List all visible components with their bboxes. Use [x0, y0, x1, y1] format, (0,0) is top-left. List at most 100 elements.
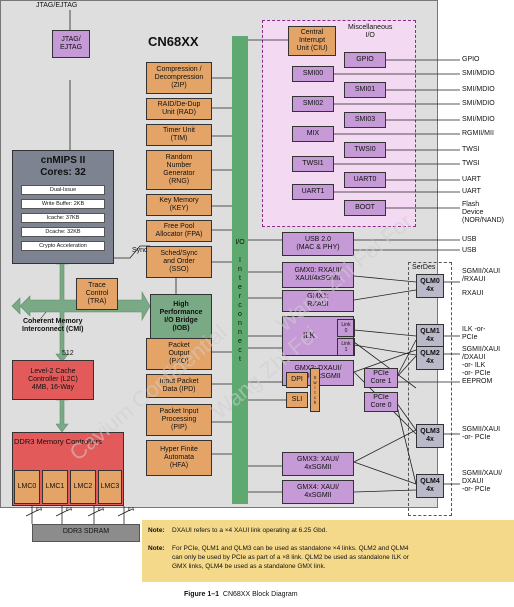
note-label: Note:: [148, 527, 165, 534]
usb-block: USB 2.0 (MAC & PHY): [282, 232, 354, 256]
smi01-block: SMI01: [344, 82, 386, 98]
iob-block: High Performance I/O Bridge (IOB): [150, 294, 212, 340]
note-2: For PCIe, QLM1 and QLM3 can be used as s…: [172, 545, 409, 570]
gmx3-block: GMX3: XAUI/ 4xSGMII: [282, 452, 354, 476]
ddr-width-label: 64: [128, 507, 135, 513]
ext-uart: UART: [462, 188, 481, 195]
ext-smi: SMI/MDIO: [462, 116, 495, 123]
ext-uart: UART: [462, 176, 481, 183]
ext-qlm0: SGMII/XAUI /RXAUI: [462, 268, 501, 283]
sli-block: SLI: [286, 392, 308, 408]
lmc2-block: LMC2: [70, 470, 96, 504]
rad-block: RAID/De-Dup Unit (RAD): [146, 98, 212, 120]
lmc3-block: LMC3: [98, 470, 122, 504]
misc-io-title: Miscellaneous I/O: [348, 24, 393, 39]
jtag-external-label: JTAG/EJTAG: [36, 2, 78, 9]
rng-block: Random Number Generator (RNG): [146, 150, 212, 190]
ext-eeprom: EEPROM: [462, 378, 493, 385]
serdes-area: [408, 262, 452, 516]
figure-caption: Figure 1–1 CN68XX Block Diagram: [184, 591, 298, 598]
notes-box: Note: DXAUI refers to a ×4 XAUI link ope…: [142, 520, 514, 582]
note-1: DXAUI refers to a ×4 XAUI link operating…: [172, 527, 328, 534]
qlm-name: QLM2: [420, 350, 440, 357]
tra-block: Trace Control (TRA): [76, 278, 118, 310]
ext-twsi: TWSI: [462, 146, 480, 153]
twsi0-block: TWSI0: [344, 142, 386, 158]
qlm-lanes: 4x: [426, 486, 434, 493]
lmc0-block: LMC0: [14, 470, 40, 504]
ddr3-sdram: DDR3 SDRAM: [32, 524, 140, 542]
misc-io-area: [262, 20, 416, 227]
ilk-link1: Link 1: [337, 338, 355, 356]
sync-label: Sync: [132, 247, 148, 254]
ext-usb: USB: [462, 236, 477, 243]
qlm-lanes: 4x: [426, 286, 434, 293]
uart0-block: UART0: [344, 172, 386, 188]
ilk-label: ILK: [303, 331, 316, 340]
ext-gpio: GPIO: [462, 56, 480, 63]
qlm-name: QLM4: [420, 478, 440, 485]
cpu-feature: Crypto Acceleration: [21, 241, 105, 251]
ipd-block: Input Packet Data (IPD): [146, 374, 212, 398]
smi03-block: SMI03: [344, 112, 386, 128]
cpu-feature: Dcache: 32KB: [21, 227, 105, 237]
ddr-controllers-title: DDR3 Memory Controllers: [14, 437, 102, 446]
cpu-feature: Dual-Issue: [21, 185, 105, 195]
sso-block: Sched/Sync and Order (SSO): [146, 246, 212, 278]
qlm-name: QLM3: [420, 428, 440, 435]
gpio-block: GPIO: [344, 52, 386, 68]
gmx1-block: GMX1: RXAUI: [282, 290, 354, 312]
jtag-block: JTAG/ EJTAG: [52, 30, 90, 58]
qlm-name: QLM1: [420, 328, 440, 335]
ext-qlm2: SGMII/XAUI /DXAUI -or- ILK -or- PCIe: [462, 346, 501, 377]
ext-qlm3: SGMII/XAUI -or- PCIe: [462, 426, 501, 441]
pko-block: Packet Output (PKO): [146, 338, 212, 370]
ext-qlm1: ILK -or- PCIe: [462, 326, 486, 341]
ext-qlm0-rxaui: RXAUI: [462, 290, 484, 297]
smi02-block: SMI02: [292, 96, 334, 112]
ext-usb: USB: [462, 247, 477, 254]
figure-title: CN68XX Block Diagram: [222, 591, 298, 598]
twsi1-block: TWSI1: [292, 156, 334, 172]
ilk-block: ILK Link 0 Link 1: [282, 316, 355, 356]
ext-qlm4: SGMII/XAUI/ DXAUI -or- PCIe: [462, 470, 503, 493]
qlm-name: QLM0: [420, 278, 440, 285]
serdes-title: SerDes: [412, 264, 436, 271]
figure-number: Figure 1–1: [184, 591, 220, 598]
io-interconnect-label: I/O I n t e r c o n n e c t: [235, 239, 245, 363]
cpu-feature: Write Buffer: 2KB: [21, 199, 105, 209]
ext-rgmii: RGMII/MII: [462, 130, 494, 137]
chip-title: CN68XX: [148, 34, 199, 49]
key-block: Key Memory (KEY): [146, 194, 212, 216]
lmc1-block: LMC1: [42, 470, 68, 504]
smi00-block: SMI00: [292, 66, 334, 82]
mix-block: MIX: [292, 126, 334, 142]
ext-twsi: TWSI: [462, 160, 480, 167]
cpu-feature: Icache: 37KB: [21, 213, 105, 223]
tim-block: Timer Unit (TIM): [146, 124, 212, 146]
pcie-core0-block: PCIe Core 0: [364, 392, 398, 412]
dpi-block: DPI: [286, 372, 308, 388]
pip-block: Packet Input Processing (PIP): [146, 404, 212, 436]
ddr-width-label: 64: [98, 507, 105, 513]
gmx4-block: GMX4: XAUI/ 4xSGMII: [282, 480, 354, 504]
note-label: Note:: [148, 545, 165, 552]
gmx0-block: GMX0: RXAUI/ XAUI/4xSGMII: [282, 262, 354, 288]
hfa-block: Hyper Finite Automata (HFA): [146, 440, 212, 476]
ext-smi: SMI/MDIO: [462, 100, 495, 107]
qlm-lanes: 4x: [426, 436, 434, 443]
io-interconnect-bar: [232, 36, 248, 504]
switch-block: S w i t c h: [310, 368, 320, 412]
cnmips-cores-block: cnMIPS II Cores: 32 Dual-Issue Write Buf…: [12, 150, 114, 264]
ext-flash: Flash Device (NOR/NAND): [462, 201, 504, 224]
ilk-link0: Link 0: [337, 319, 355, 337]
qlm-lanes: 4x: [426, 358, 434, 365]
pcie-core1-block: PCIe Core 1: [364, 368, 398, 388]
ciu-block: Central Interrupt Unit (CIU): [288, 26, 336, 56]
ext-smi: SMI/MDIO: [462, 70, 495, 77]
boot-block: BOOT: [344, 200, 386, 216]
